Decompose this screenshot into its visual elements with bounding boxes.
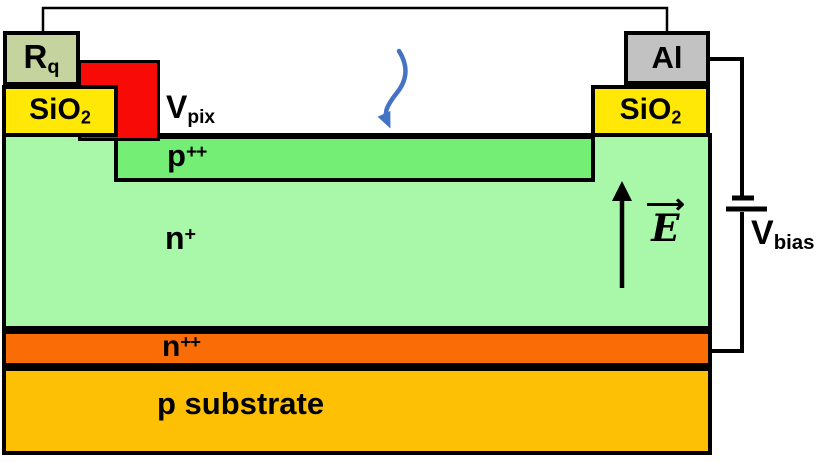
sio2-left-pad: SiO2	[2, 85, 118, 137]
p-plus-label: p++	[167, 138, 207, 173]
vbias-label: Vbias	[751, 214, 815, 255]
sio2-right-pad: SiO2	[591, 85, 710, 137]
wire-top	[41, 6, 669, 33]
vpix-label: Vpix	[166, 89, 216, 128]
n-plus-buried-layer	[2, 330, 712, 367]
al-label: Al	[651, 39, 683, 75]
photon-arrow-icon	[377, 48, 408, 129]
p-implant-region	[114, 135, 595, 182]
n-plus-plus-label: n++	[162, 330, 201, 363]
e-field-label: ⟶ E	[646, 189, 685, 250]
sio2-left-label: SiO2	[29, 93, 91, 128]
n-plus-label: n+	[165, 220, 196, 256]
quench-resistor-box: Rq	[3, 31, 80, 86]
rq-label: Rq	[23, 37, 60, 78]
bias-circuit-wire	[708, 57, 744, 353]
battery-symbol	[726, 195, 767, 212]
al-electrode: Al	[624, 31, 710, 85]
sio2-right-label: SiO2	[619, 93, 682, 128]
p-substrate-layer	[2, 367, 712, 455]
p-substrate-label: p substrate	[157, 386, 325, 421]
